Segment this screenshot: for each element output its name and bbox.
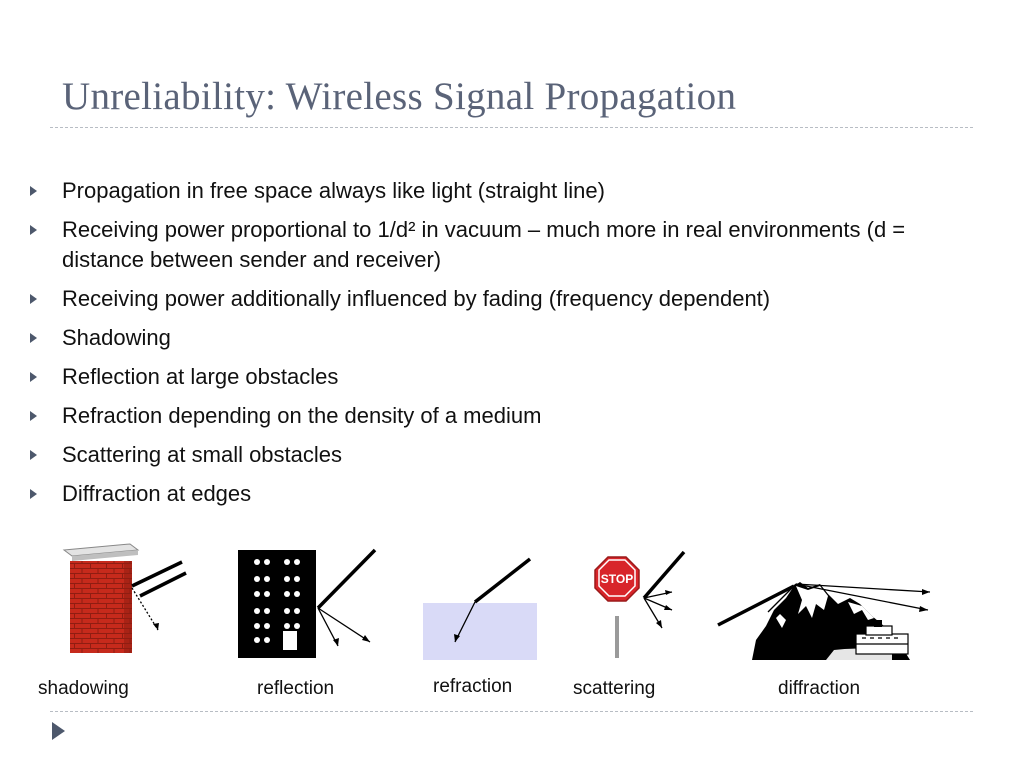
bullet-text: Propagation in free space always like li…	[62, 178, 605, 203]
bullet-triangle-icon	[30, 294, 37, 304]
brick-wall-shadowing-illustration	[62, 543, 187, 653]
bullet-triangle-icon	[30, 225, 37, 235]
bullet-item: Diffraction at edges	[30, 479, 910, 509]
building	[238, 550, 316, 658]
diffracted-rays	[767, 583, 931, 613]
caption-reflection: reflection	[257, 678, 335, 699]
dense-medium	[423, 603, 537, 660]
bullet-text: Reflection at large obstacles	[62, 364, 339, 389]
signal-ray	[131, 560, 183, 588]
stop-sign	[594, 556, 640, 602]
bullet-text: Diffraction at edges	[62, 481, 252, 506]
bullet-text: Receiving power additionally influenced …	[62, 286, 771, 311]
refracted-ray	[454, 601, 476, 643]
signal-ray	[139, 571, 187, 598]
bullet-triangle-icon	[30, 186, 37, 196]
incident-ray	[642, 550, 686, 600]
bullet-triangle-icon	[30, 450, 37, 460]
bullet-item: Shadowing	[30, 323, 910, 353]
bullet-text: Shadowing	[62, 325, 171, 350]
brick-wall	[70, 561, 132, 653]
sign-pole	[615, 616, 619, 658]
medium-refraction-illustration	[423, 557, 537, 660]
next-slide-icon[interactable]	[52, 722, 65, 740]
bullet-item: Reflection at large obstacles	[30, 362, 910, 392]
bullet-item: Scattering at small obstacles	[30, 440, 910, 470]
caption-shadowing: shadowing	[38, 678, 129, 699]
bullet-item: Propagation in free space always like li…	[30, 176, 910, 206]
building-reflection-illustration	[238, 548, 377, 658]
bullet-item: Receiving power proportional to 1/d² in …	[30, 215, 910, 275]
bullet-triangle-icon	[30, 372, 37, 382]
reflected-ray	[317, 607, 371, 643]
caption-refraction: refraction	[433, 676, 513, 697]
incident-ray	[473, 557, 532, 604]
bullet-triangle-icon	[30, 333, 37, 343]
bullet-item: Refraction depending on the density of a…	[30, 401, 910, 431]
bullet-text: Scattering at small obstacles	[62, 442, 343, 467]
bullet-item: Receiving power additionally influenced …	[30, 284, 910, 314]
incident-ray	[316, 548, 377, 610]
stop-sign-scattering-illustration: STOP	[594, 550, 686, 658]
title-divider	[50, 127, 973, 128]
footer-divider	[50, 711, 973, 712]
bullet-text: Refraction depending on the density of a…	[62, 403, 542, 428]
shadowed-ray	[131, 587, 159, 631]
bullet-triangle-icon	[30, 411, 37, 421]
incident-ray	[717, 584, 795, 627]
bullet-list: Propagation in free space always like li…	[30, 176, 910, 518]
slide-title: Unreliability: Wireless Signal Propagati…	[62, 75, 737, 118]
caption-scattering: scattering	[573, 678, 656, 699]
mountain-diffraction-illustration	[717, 582, 931, 660]
stop-sign-text: STOP	[601, 572, 633, 586]
bullet-triangle-icon	[30, 489, 37, 499]
caption-diffraction: diffraction	[778, 678, 861, 699]
bullet-text: Receiving power proportional to 1/d² in …	[62, 217, 906, 272]
ship	[855, 620, 909, 655]
